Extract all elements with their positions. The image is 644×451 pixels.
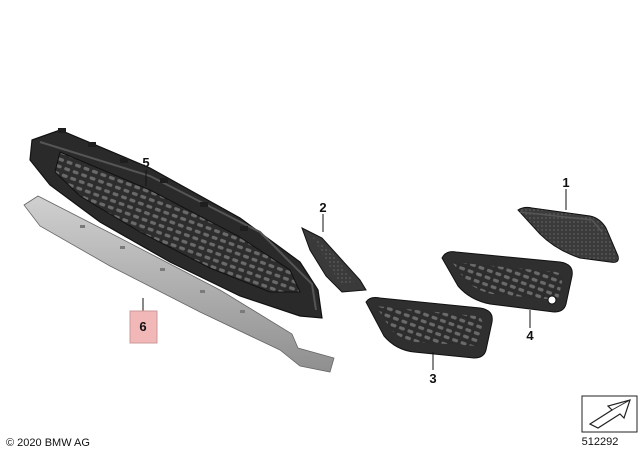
callout-4[interactable]: 4 bbox=[526, 328, 534, 343]
part-2-cover bbox=[301, 226, 367, 293]
part-5-lower-grille bbox=[29, 128, 323, 319]
callout-5[interactable]: 5 bbox=[142, 155, 149, 170]
part-1-blank-cover bbox=[517, 206, 619, 263]
copyright-text: © 2020 BMW AG bbox=[6, 437, 90, 449]
leader-lines bbox=[142, 170, 567, 370]
part-4-grille-right bbox=[441, 251, 573, 313]
part-3-grille-left bbox=[365, 297, 493, 359]
callout-6-highlight bbox=[129, 310, 158, 344]
callout-3[interactable]: 3 bbox=[429, 371, 436, 386]
diagram-number: 512292 bbox=[582, 436, 619, 448]
part-6-trim-strip bbox=[23, 195, 335, 373]
callout-6[interactable]: 6 bbox=[139, 319, 146, 334]
callout-2[interactable]: 2 bbox=[319, 200, 326, 215]
callout-1[interactable]: 1 bbox=[562, 175, 569, 190]
direction-arrow-icon bbox=[581, 395, 638, 433]
